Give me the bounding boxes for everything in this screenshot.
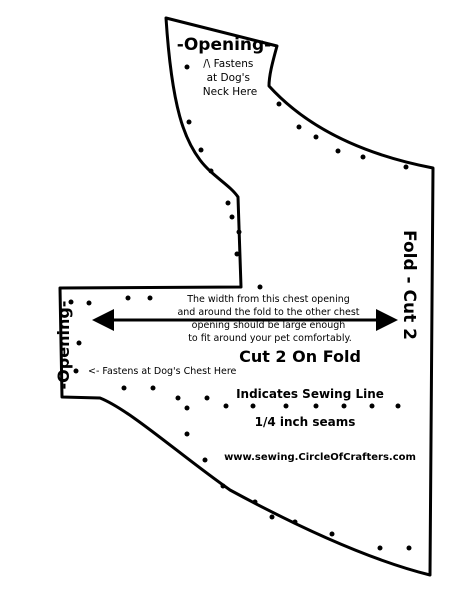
sewing-line-dots [68, 64, 412, 551]
sewing-line-legend-dots [223, 403, 401, 409]
opening-top-label: -Opening- [177, 35, 271, 55]
width-arrow [92, 309, 398, 331]
cut-on-fold-label: Cut 2 On Fold [239, 347, 361, 366]
sewing-line-label: Indicates Sewing Line [236, 387, 384, 401]
opening-left-label: -Opening- [54, 301, 73, 390]
pattern-outline [58, 16, 435, 577]
seams-label: 1/4 inch seams [255, 415, 356, 429]
width-note: The width from this chest opening and ar… [177, 294, 362, 344]
fastens-chest-note: <- Fastens at Dog's Chest Here [88, 366, 237, 377]
fold-cut-label: Fold - Cut 2 [399, 230, 419, 340]
fastens-neck-note: /\ Fastens at Dog's Neck Here [203, 58, 257, 98]
website-label: www.sewing.CircleOfCrafters.com [224, 452, 416, 463]
